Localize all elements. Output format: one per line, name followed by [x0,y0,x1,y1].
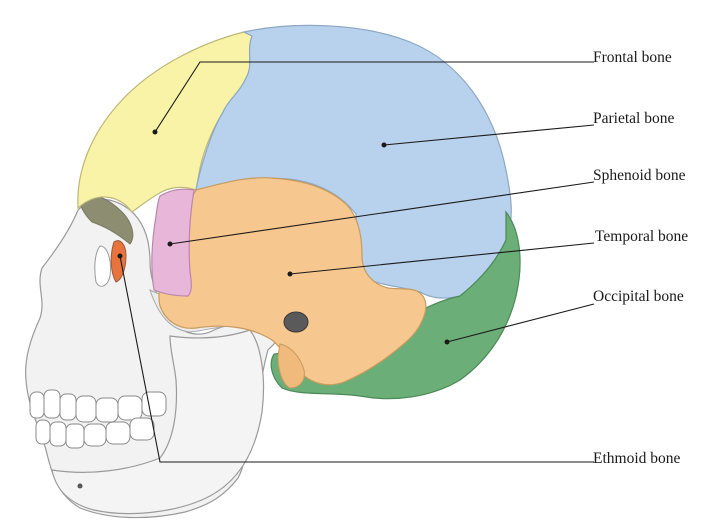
lower-tooth [50,422,66,446]
mental-foramen [78,484,83,489]
lower-tooth [36,420,50,444]
parietal-bone-label: Parietal bone [593,110,674,127]
upper-tooth [118,396,142,420]
parietal-marker [382,143,387,148]
occipital-marker [445,340,450,345]
frontal-bone-label: Frontal bone [593,49,672,66]
upper-tooth [60,394,76,420]
ethmoid-marker [118,254,123,259]
lower-tooth [66,424,84,448]
sphenoid-bone-label: Sphenoid bone [593,167,686,184]
temporal-marker [288,272,293,277]
upper-tooth [96,398,118,422]
sphenoid-bone-region [152,189,194,296]
upper-tooth [76,396,96,422]
upper-tooth [30,392,44,418]
ethmoid-bone-label: Ethmoid bone [593,450,681,467]
lower-tooth [106,422,130,444]
external-ear-canal [284,312,308,332]
upper-tooth [44,390,60,418]
lower-tooth [130,418,154,440]
occipital-bone-label: Occipital bone [593,288,684,305]
bone-labels: Frontal bone Parietal bone Sphenoid bone… [593,49,688,467]
upper-tooth [142,392,166,416]
lower-tooth [84,424,106,446]
frontal-marker [153,130,158,135]
sphenoid-marker [168,242,173,247]
temporal-bone-label: Temporal bone [595,228,688,245]
